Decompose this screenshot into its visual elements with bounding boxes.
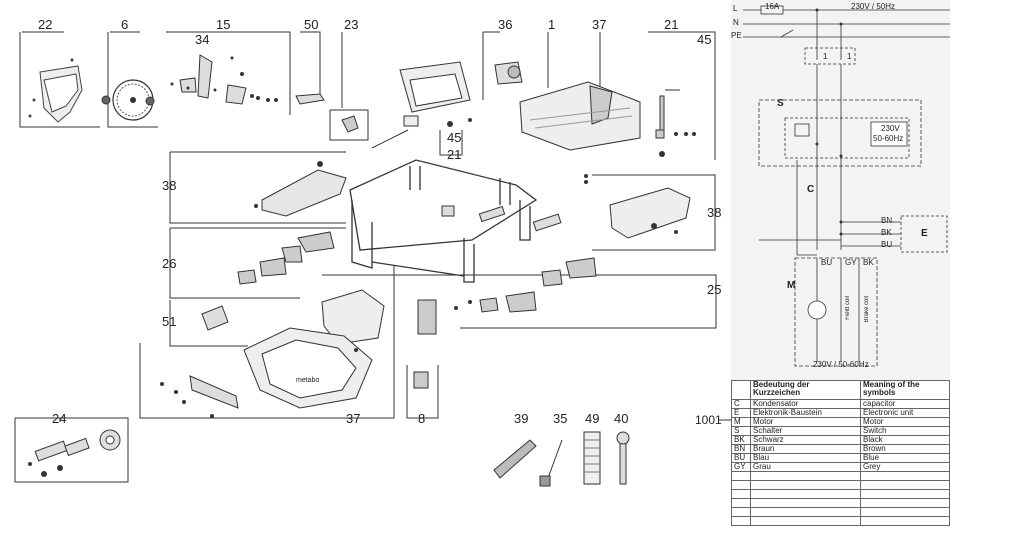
legend-blank-cell <box>860 480 950 490</box>
callout-26: 26 <box>162 256 177 271</box>
callout-15: 15 <box>216 17 231 32</box>
legend-blank-cell <box>750 507 861 517</box>
field-coil-label: Field coil <box>845 296 851 320</box>
callout-34: 34 <box>195 32 210 47</box>
callout-39: 39 <box>514 411 529 426</box>
legend-header-de: Bedeutung der Kurzzeichen <box>750 380 861 400</box>
module-frequency: 50-60Hz <box>873 134 904 143</box>
callout-37-bottom: 37 <box>346 411 361 426</box>
wiring-schematic <box>743 5 950 367</box>
legend-blank-cell <box>750 480 861 490</box>
legend-blank-cell <box>860 489 950 499</box>
legend-header-code <box>731 380 751 400</box>
callout-45-mid: 45 <box>447 130 462 145</box>
brake-coil-label: Brake coil <box>864 296 870 323</box>
callout-49: 49 <box>585 411 600 426</box>
callout-38-left: 38 <box>162 178 177 193</box>
legend-header-row: Bedeutung der Kurzzeichen Meaning of the… <box>731 380 950 400</box>
wiring-diagram: L N PE 16A 230V / 50Hz 1 1 S 230V 50-60H… <box>731 0 950 380</box>
callout-21-mid: 21 <box>447 147 462 162</box>
wire-BU-label: BU <box>881 240 893 249</box>
callout-35: 35 <box>553 411 568 426</box>
motor-supply-label: 230V / 50-60Hz <box>813 360 869 369</box>
legend-blank-row <box>731 480 950 490</box>
callout-25: 25 <box>707 282 722 297</box>
line-PE-label: PE <box>731 31 742 40</box>
motor-BK-label: BK <box>863 258 874 267</box>
callout-8: 8 <box>418 411 426 426</box>
callout-21-top: 21 <box>664 17 679 32</box>
motor-BU-label: BU <box>821 258 833 267</box>
line-N-label: N <box>733 18 739 27</box>
callout-22: 22 <box>38 17 53 32</box>
callout-51: 51 <box>162 314 177 329</box>
legend-cell-en: Grey <box>860 462 950 472</box>
motor-GY-label: GY <box>845 258 857 267</box>
legend-blank-cell <box>860 516 950 526</box>
legend-table: Bedeutung der Kurzzeichen Meaning of the… <box>731 380 950 526</box>
switch-S-label: S <box>777 98 784 109</box>
capacitor-C-label: C <box>807 184 815 195</box>
legend-header-en: Meaning of the symbols <box>860 380 950 400</box>
legend-blank-cell <box>860 498 950 508</box>
motor-M-label: M <box>787 280 796 291</box>
legend-blank-cell <box>750 471 861 481</box>
exploded-parts-drawing: metabo <box>14 31 731 487</box>
group-bracket-22 <box>19 32 100 128</box>
fuse-label: 16A <box>765 2 780 11</box>
line-L-label: L <box>733 4 738 13</box>
switch-contact-1: 1 <box>823 52 828 61</box>
supply-label: 230V / 50Hz <box>851 2 896 11</box>
callout-24: 24 <box>52 411 67 426</box>
module-voltage: 230V <box>881 124 900 133</box>
callout-6: 6 <box>121 17 129 32</box>
legend-blank-row <box>731 489 950 499</box>
legend-blank-row <box>731 507 950 517</box>
legend-blank-cell <box>731 516 751 526</box>
legend-blank-cell <box>750 498 861 508</box>
callout-50: 50 <box>304 17 319 32</box>
callout-36: 36 <box>498 17 513 32</box>
metabo-logo-text: metabo <box>296 377 319 384</box>
callout-1001: 1001 <box>695 413 722 427</box>
callout-38-right: 38 <box>707 205 722 220</box>
legend-blank-row <box>731 516 950 526</box>
callout-40: 40 <box>614 411 629 426</box>
callout-1: 1 <box>548 17 556 32</box>
callout-23: 23 <box>344 17 359 32</box>
legend-blank-cell <box>860 507 950 517</box>
legend-blank-row <box>731 471 950 481</box>
electronic-E-label: E <box>921 228 928 239</box>
wire-BK-label: BK <box>881 228 892 237</box>
legend-blank-cell <box>860 471 950 481</box>
symbol-legend: Bedeutung der Kurzzeichen Meaning of the… <box>731 380 950 543</box>
legend-blank-cell <box>750 516 861 526</box>
callout-37-top: 37 <box>592 17 607 32</box>
legend-cell-de: Grau <box>750 462 861 472</box>
legend-blank-cell <box>750 489 861 499</box>
legend-blank-row <box>731 498 950 508</box>
switch-contact-2: 1 <box>847 52 852 61</box>
callout-45-top: 45 <box>697 32 712 47</box>
wire-BN-label: BN <box>881 216 893 225</box>
